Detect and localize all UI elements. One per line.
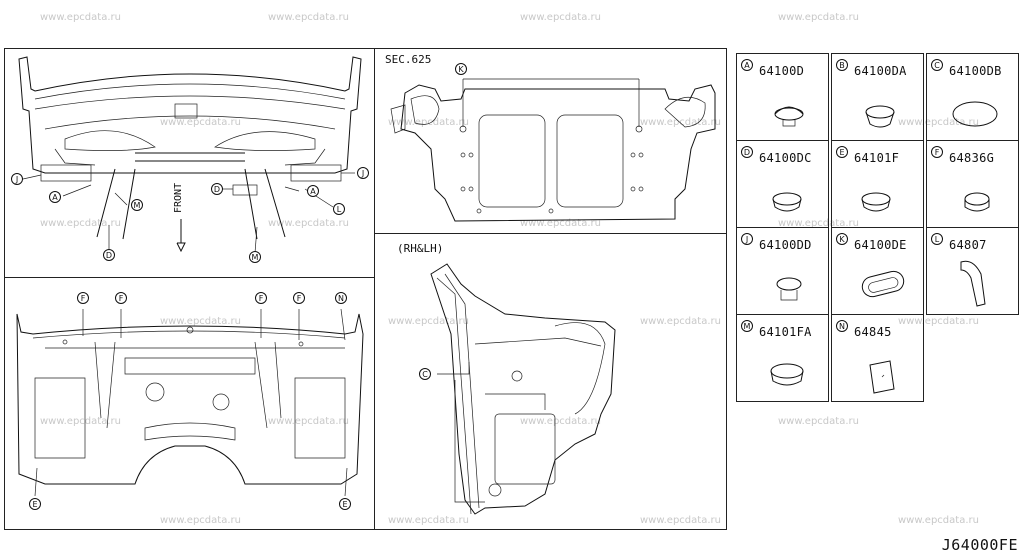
callout-A-right: A [307, 185, 319, 197]
legend-cell-N: N 64845 [831, 314, 924, 402]
watermark-text: www.epcdata.ru [160, 117, 241, 128]
watermark-text: www.epcdata.ru [160, 316, 241, 327]
part-letter: N [836, 320, 848, 332]
part-number: 64100DB [949, 64, 1002, 78]
view-rh-lh: (RH&LH) C [374, 233, 727, 530]
legend-cell-D: D 64100DC [736, 140, 829, 228]
part-number: 64100DA [854, 64, 907, 78]
callout-D-mid: D [211, 183, 223, 195]
part-letter: D [741, 146, 753, 158]
part-number: 64100DD [759, 238, 812, 252]
part-letter: F [931, 146, 943, 158]
part-J-icon [776, 277, 802, 301]
watermark-text: www.epcdata.ru [40, 218, 121, 229]
callout-E-left: E [29, 498, 41, 510]
watermark-text: www.epcdata.ru [268, 218, 349, 229]
watermark-text: www.epcdata.ru [268, 12, 349, 23]
part-K-icon [861, 270, 905, 298]
part-C-icon [952, 101, 998, 127]
legend-cell-L: L 64807 [926, 227, 1019, 315]
part-number: 64101F [854, 151, 900, 165]
lower-dash-drawing [16, 308, 364, 497]
part-letter: K [836, 233, 848, 245]
watermark-text: www.epcdata.ru [40, 12, 121, 23]
callout-J-right: J [357, 167, 369, 179]
watermark-text: www.epcdata.ru [388, 515, 469, 526]
watermark-text: www.epcdata.ru [778, 12, 859, 23]
part-number: 64100D [759, 64, 805, 78]
watermark-text: www.epcdata.ru [388, 117, 469, 128]
watermark-text: www.epcdata.ru [520, 416, 601, 427]
legend-cell-F: F 64836G [926, 140, 1019, 228]
callout-J-left: J [11, 173, 23, 185]
watermark-text: www.epcdata.ru [640, 515, 721, 526]
callout-C: C [419, 368, 431, 380]
part-number: 64100DC [759, 151, 812, 165]
section-ref: SEC.625 [385, 53, 432, 66]
legend-cell-B: B 64100DA [831, 53, 924, 141]
rh-lh-drawing [430, 263, 616, 515]
watermark-text: www.epcdata.ru [898, 515, 979, 526]
view-upper-dash: FRONT J A M D D A J L M [4, 48, 375, 278]
part-N-icon [869, 360, 895, 394]
part-M-icon [770, 363, 804, 386]
watermark-text: www.epcdata.ru [778, 218, 859, 229]
callout-L: L [333, 203, 345, 215]
view-sec-625: SEC.625 K [374, 48, 727, 234]
callout-M-right: M [249, 251, 261, 263]
front-label: FRONT [173, 182, 184, 213]
part-L-icon [960, 260, 986, 307]
part-letter: L [931, 233, 943, 245]
callout-F-1: F [77, 292, 89, 304]
watermark-text: www.epcdata.ru [40, 416, 121, 427]
part-letter: A [741, 59, 753, 71]
callout-F-2: F [115, 292, 127, 304]
callout-A-left: A [49, 191, 61, 203]
watermark-text: www.epcdata.ru [898, 117, 979, 128]
part-number: 64845 [854, 325, 892, 339]
legend-cell-K: K 64100DE [831, 227, 924, 315]
part-B-icon [865, 105, 895, 128]
view-lower-dash: F F F F N E E [4, 277, 375, 530]
part-number: 64101FA [759, 325, 812, 339]
legend-cell-M: M 64101FA [736, 314, 829, 402]
part-A-icon [774, 106, 804, 127]
callout-F-4: F [293, 292, 305, 304]
callout-K: K [455, 63, 467, 75]
callout-N: N [335, 292, 347, 304]
watermark-text: www.epcdata.ru [898, 316, 979, 327]
watermark-text: www.epcdata.ru [388, 316, 469, 327]
legend-cell-A: A 64100D [736, 53, 829, 141]
part-E-icon [861, 192, 891, 212]
part-number: 64836G [949, 151, 995, 165]
part-letter: B [836, 59, 848, 71]
watermark-text: www.epcdata.ru [520, 218, 601, 229]
callout-M-left: M [131, 199, 143, 211]
sec-625-drawing [390, 78, 716, 222]
part-F-icon [964, 192, 990, 212]
part-letter: E [836, 146, 848, 158]
legend-cell-E: E 64101F [831, 140, 924, 228]
watermark-text: www.epcdata.ru [640, 316, 721, 327]
part-D-icon [772, 192, 802, 212]
callout-D-left: D [103, 249, 115, 261]
watermark-text: www.epcdata.ru [268, 416, 349, 427]
part-letter: M [741, 320, 753, 332]
watermark-text: www.epcdata.ru [160, 515, 241, 526]
part-letter: C [931, 59, 943, 71]
watermark-text: www.epcdata.ru [520, 12, 601, 23]
legend-cell-C: C 64100DB [926, 53, 1019, 141]
upper-dash-drawing [18, 56, 362, 254]
watermark-text: www.epcdata.ru [778, 416, 859, 427]
rh-lh-label: (RH&LH) [397, 242, 444, 255]
legend-cell-J: J 64100DD [736, 227, 829, 315]
diagram-code: J64000FE [941, 536, 1018, 554]
part-letter: J [741, 233, 753, 245]
callout-E-right: E [339, 498, 351, 510]
part-number: 64807 [949, 238, 987, 252]
callout-F-3: F [255, 292, 267, 304]
part-number: 64100DE [854, 238, 907, 252]
